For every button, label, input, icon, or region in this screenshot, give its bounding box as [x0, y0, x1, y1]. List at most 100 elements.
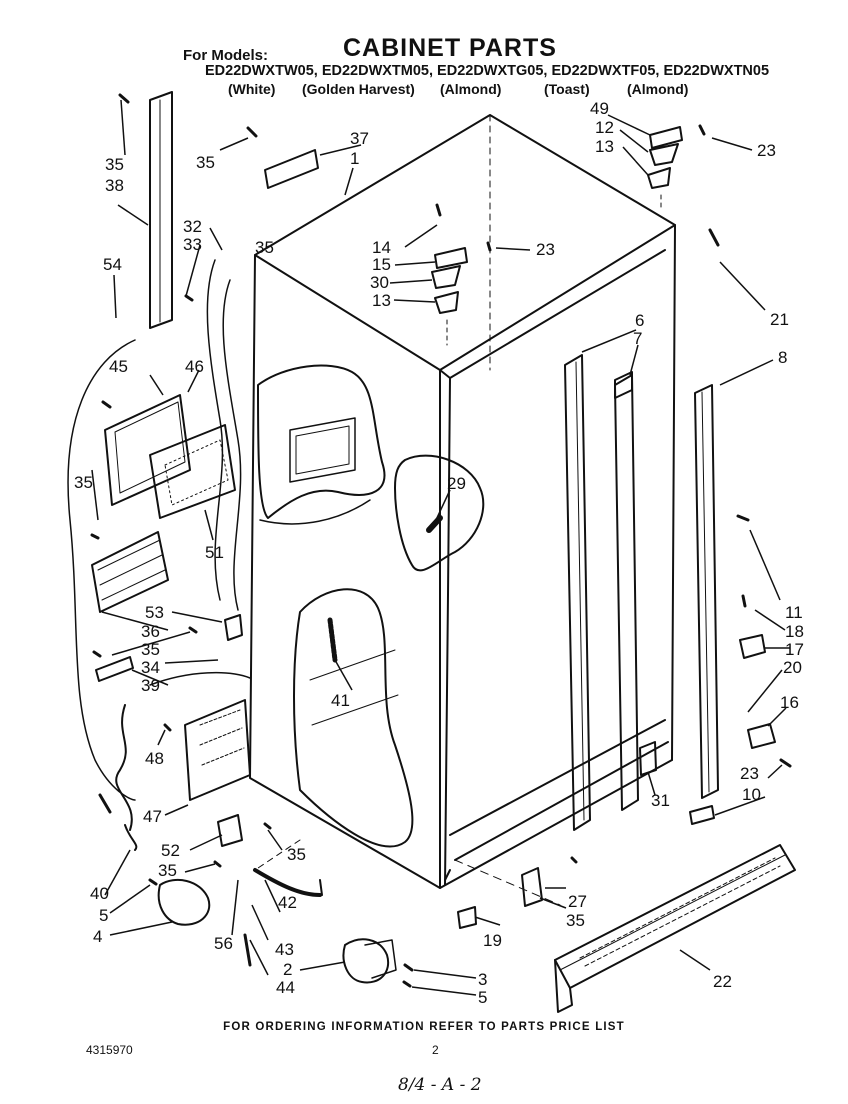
document-number: 4315970	[86, 1043, 133, 1057]
callout-label: 30	[370, 273, 389, 292]
callout-label: 22	[713, 972, 732, 991]
callout-label: 39	[141, 676, 160, 695]
callout-label: 23	[757, 141, 776, 160]
liner-cutaway-lower	[293, 588, 414, 848]
callout-label: 8	[778, 348, 787, 367]
model-color-almond-2: (Almond)	[627, 81, 689, 97]
bracket-16	[747, 723, 776, 749]
callout-label: 48	[145, 749, 164, 768]
callout-label: 51	[205, 543, 224, 562]
callout-label: 5	[99, 906, 108, 925]
callout-label: 1	[350, 149, 359, 168]
insulation-51	[149, 424, 236, 519]
control-box-48	[184, 699, 251, 801]
ordering-note: FOR ORDERING INFORMATION REFER TO PARTS …	[223, 1021, 625, 1033]
tube-42	[253, 868, 322, 897]
clip-31	[639, 741, 657, 776]
panel-36	[91, 531, 169, 613]
callout-label: 13	[372, 291, 391, 310]
callout-label: 40	[90, 884, 109, 903]
callout-label: 17	[785, 640, 804, 659]
callout-label: 35	[105, 155, 124, 174]
callout-label: 35	[255, 238, 274, 257]
cabinet-body	[249, 114, 676, 889]
callout-label: 23	[536, 240, 555, 259]
callout-label: 15	[372, 255, 391, 274]
callout-label: 42	[278, 893, 297, 912]
callout-label: 38	[105, 176, 124, 195]
callout-label: 6	[635, 311, 644, 330]
callout-label: 14	[372, 238, 391, 257]
bracket-27	[521, 867, 543, 907]
clamp-52	[217, 814, 243, 847]
callout-label: 20	[783, 658, 802, 677]
trim-strip-6	[564, 354, 591, 831]
page-title: CABINET PARTS	[343, 34, 557, 62]
callout-label: 36	[141, 622, 160, 641]
trim-strip-7	[614, 374, 639, 811]
callout-label: 43	[275, 940, 294, 959]
wire-harness	[67, 339, 136, 801]
bracket-37	[264, 149, 319, 189]
handwritten-note: 8/4 - A - 2	[398, 1075, 482, 1095]
callout-label: 56	[214, 934, 233, 953]
callout-label: 29	[447, 474, 466, 493]
callout-label: 41	[331, 691, 350, 710]
toe-grille-22	[554, 844, 796, 989]
clip-19	[457, 906, 477, 929]
model-color-white: (White)	[228, 81, 276, 97]
roller-2	[342, 938, 390, 984]
callout-label: 11	[785, 603, 803, 622]
callout-label: 33	[183, 235, 202, 254]
leveler-4	[157, 878, 211, 926]
callout-label: 44	[276, 978, 295, 997]
callout-label: 21	[770, 310, 789, 329]
liner-cutaway-upper	[257, 364, 386, 519]
callout-label: 7	[633, 329, 642, 348]
callout-label: 16	[780, 693, 799, 712]
callout-label: 5	[478, 988, 487, 1007]
power-cord	[115, 704, 133, 831]
clip-10	[689, 805, 715, 825]
callout-label: 2	[283, 960, 292, 979]
liner-cutaway-right	[394, 454, 485, 572]
callout-label: 47	[143, 807, 162, 826]
clip-17	[739, 634, 766, 659]
callout-label: 3	[478, 970, 487, 989]
callout-label: 31	[651, 791, 670, 810]
callout-label: 53	[145, 603, 164, 622]
wire-tie-39	[95, 656, 134, 682]
callout-label: 37	[350, 129, 369, 148]
clamp-53	[224, 614, 243, 641]
trim-strip-8	[694, 384, 719, 799]
model-color-toast: (Toast)	[544, 81, 590, 97]
callout-label: 10	[742, 785, 761, 804]
callout-label: 12	[595, 118, 614, 137]
callout-label: 49	[590, 99, 609, 118]
callout-label: 35	[141, 640, 160, 659]
breaker-strip-38	[149, 91, 173, 329]
callout-label: 46	[185, 357, 204, 376]
callout-label: 35	[74, 473, 93, 492]
callout-label: 27	[568, 892, 587, 911]
callout-label: 13	[595, 137, 614, 156]
callout-label: 45	[109, 357, 128, 376]
hinge-top-center	[431, 247, 468, 314]
callout-label: 52	[161, 841, 180, 860]
callout-label: 34	[141, 658, 160, 677]
hinge-top-right	[647, 126, 683, 189]
page-number: 2	[432, 1043, 439, 1057]
callout-label: 19	[483, 931, 502, 950]
callout-label: 54	[103, 255, 122, 274]
model-color-almond: (Almond)	[440, 81, 502, 97]
coil-45	[104, 394, 191, 506]
callout-label: 35	[196, 153, 215, 172]
callout-label: 35	[287, 845, 306, 864]
model-numbers: ED22DWXTW05, ED22DWXTM05, ED22DWXTG05, E…	[205, 63, 770, 79]
callout-label: 32	[183, 217, 202, 236]
callout-label: 4	[93, 927, 102, 946]
callout-label: 35	[158, 861, 177, 880]
for-models-label: For Models:	[183, 47, 268, 64]
callout-label: 23	[740, 764, 759, 783]
